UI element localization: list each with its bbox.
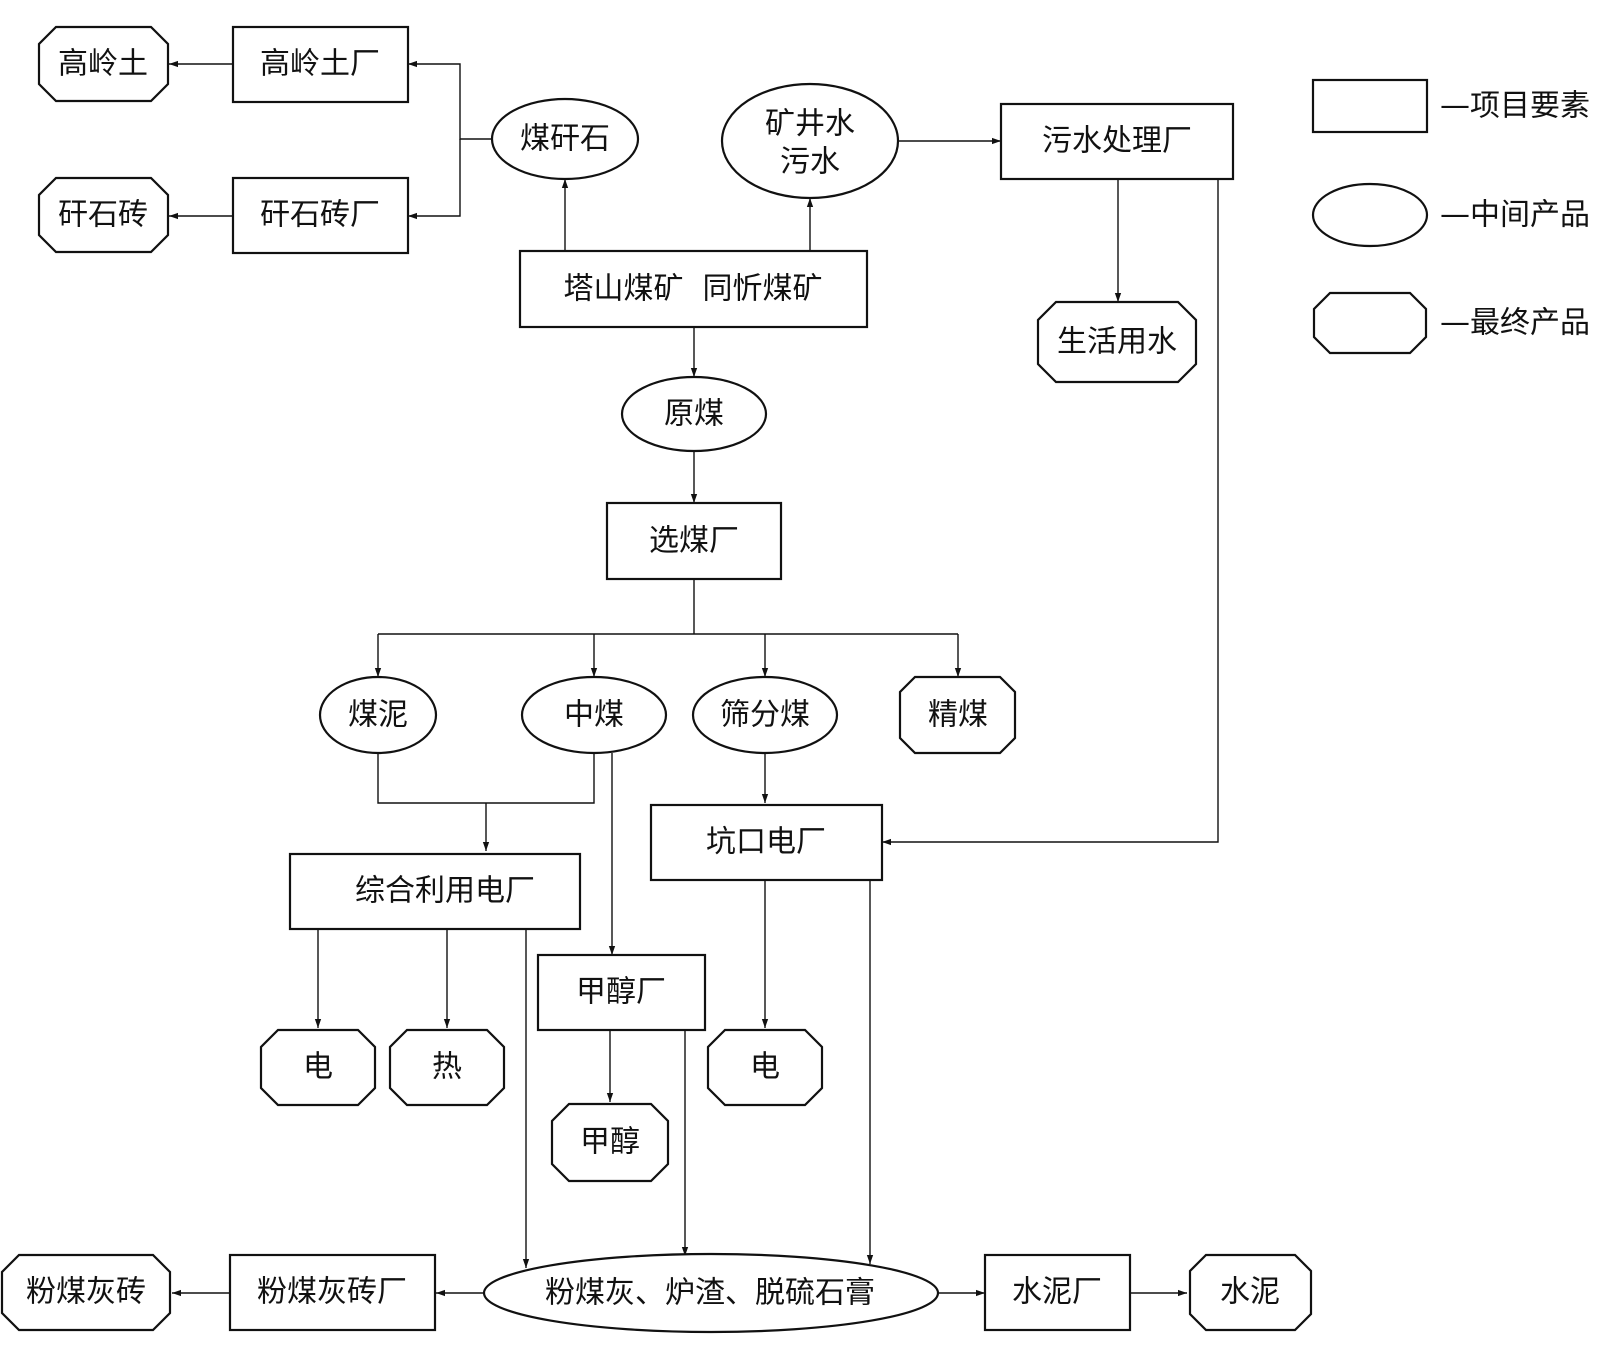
node-fenmeihui: 粉煤灰、炉渣、脱硫石膏 <box>482 1252 940 1334</box>
edge-meiganshi-ganshizhuan-chang <box>408 139 461 220</box>
legend-octagon-label: —最终产品 <box>1440 306 1590 341</box>
edges <box>169 60 1219 1297</box>
node-gaolingtu-chang: 高岭土厂 <box>231 25 410 104</box>
node-ganshizhuan: 矸石砖 <box>37 176 170 254</box>
svg-text:精煤: 精煤 <box>928 698 988 733</box>
svg-text:矸石砖: 矸石砖 <box>58 198 148 233</box>
node-kengkou-dianchang: 坑口电厂 <box>649 803 884 882</box>
node-fenmeihuizhuan-chang: 粉煤灰砖厂 <box>228 1253 437 1332</box>
node-shaifenmei: 筛分煤 <box>691 675 839 755</box>
node-meini: 煤泥 <box>318 675 438 755</box>
svg-text:坑口电厂: 坑口电厂 <box>706 825 826 860</box>
svg-text:水泥: 水泥 <box>1220 1275 1280 1310</box>
svg-text:中煤: 中煤 <box>564 698 624 733</box>
legend-item-octagon: —最终产品 <box>1312 291 1590 355</box>
node-shenghuo-yongshui: 生活用水 <box>1036 300 1198 384</box>
node-jingmei: 精煤 <box>898 675 1017 755</box>
svg-text:污水处理厂: 污水处理厂 <box>1042 124 1192 159</box>
svg-text:选煤厂: 选煤厂 <box>649 524 739 559</box>
node-re: 热 <box>388 1028 506 1107</box>
edge-wushui-chang-kengkou <box>882 179 1219 846</box>
node-fenmeihuizhuan: 粉煤灰砖 <box>0 1253 172 1332</box>
legend-item-rect: —项目要素 <box>1311 78 1590 134</box>
node-wushui-chang: 污水处理厂 <box>999 102 1235 181</box>
node-jiachun-chang: 甲醇厂 <box>536 953 707 1032</box>
svg-text:生活用水: 生活用水 <box>1057 325 1177 360</box>
svg-text:塔山煤矿 同忻煤矿: 塔山煤矿 同忻煤矿 <box>563 272 822 307</box>
svg-text:污水: 污水 <box>780 145 840 180</box>
svg-text:筛分煤: 筛分煤 <box>720 698 810 733</box>
svg-text:综合利用电厂: 综合利用电厂 <box>355 874 535 909</box>
node-zonghe-dianchang: 综合利用电厂 <box>288 852 582 931</box>
node-xuanmei-chang: 选煤厂 <box>605 501 783 581</box>
node-yuanmei: 原煤 <box>620 375 768 453</box>
svg-text:甲醇: 甲醇 <box>580 1125 640 1160</box>
node-ganshizhuan-chang: 矸石砖厂 <box>231 176 410 255</box>
node-shuini-chang: 水泥厂 <box>983 1253 1132 1332</box>
node-dian-1: 电 <box>259 1028 377 1107</box>
node-jiachun: 甲醇 <box>550 1102 670 1183</box>
node-zhongmei: 中煤 <box>520 675 668 755</box>
svg-text:电: 电 <box>303 1050 333 1085</box>
svg-text:粉煤灰砖厂: 粉煤灰砖厂 <box>257 1275 407 1310</box>
svg-text:煤矸石: 煤矸石 <box>520 122 610 157</box>
svg-text:电: 电 <box>750 1050 780 1085</box>
svg-text:原煤: 原煤 <box>664 397 724 432</box>
legend-rect-symbol <box>1311 78 1429 134</box>
legend-ellipse-label: —中间产品 <box>1440 198 1590 233</box>
svg-text:高岭土厂: 高岭土厂 <box>260 47 380 82</box>
node-meikuang: 塔山煤矿 同忻煤矿 <box>518 249 869 329</box>
node-kuangjingshui: 矿井水 污水 <box>720 82 900 200</box>
node-shuini: 水泥 <box>1188 1253 1313 1332</box>
legend-ellipse-symbol <box>1311 182 1429 248</box>
node-meiganshi: 煤矸石 <box>490 97 640 181</box>
svg-text:水泥厂: 水泥厂 <box>1012 1275 1102 1310</box>
svg-text:矸石砖厂: 矸石砖厂 <box>260 198 380 233</box>
edge-meini-zonghe <box>377 753 595 851</box>
legend-rect-label: —项目要素 <box>1440 89 1590 124</box>
node-dian-2: 电 <box>706 1028 824 1107</box>
svg-text:甲醇厂: 甲醇厂 <box>576 975 666 1010</box>
svg-text:粉煤灰、炉渣、脱硫石膏: 粉煤灰、炉渣、脱硫石膏 <box>545 1276 875 1311</box>
edge-xuanmei-bus <box>378 579 958 635</box>
svg-text:粉煤灰砖: 粉煤灰砖 <box>26 1275 146 1310</box>
legend-item-ellipse: —中间产品 <box>1311 182 1590 248</box>
legend-octagon-symbol <box>1312 291 1428 355</box>
edge-meiganshi-split <box>408 60 492 140</box>
svg-text:热: 热 <box>432 1050 462 1085</box>
svg-text:高岭土: 高岭土 <box>58 47 148 82</box>
svg-text:煤泥: 煤泥 <box>348 698 408 733</box>
svg-text:矿井水: 矿井水 <box>765 107 855 142</box>
legend: —项目要素 —中间产品 —最终产品 <box>1311 78 1590 355</box>
node-gaolingtu: 高岭土 <box>37 25 170 103</box>
